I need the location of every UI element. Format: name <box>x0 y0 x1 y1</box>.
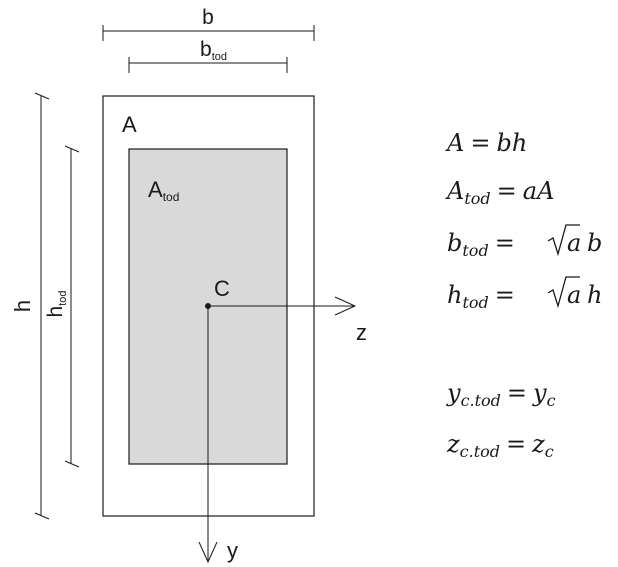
equations: A=bh Atod=aA btod= a b htod= a h yc.tod=… <box>445 129 602 461</box>
label-htod-main: h <box>44 306 67 318</box>
dimension-b <box>102 25 315 41</box>
z-axis <box>208 296 357 316</box>
label-y: y <box>227 538 238 563</box>
eq4-lhs-main: h <box>447 281 462 309</box>
eq4-sqrt-sign <box>547 276 580 309</box>
eq5-rhs-sub: c <box>547 391 556 410</box>
y-axis <box>198 306 218 564</box>
label-btod: btod <box>200 38 227 63</box>
label-Atod: Atod <box>148 177 179 204</box>
eq2-lhs-sub: tod <box>464 189 490 208</box>
eq5-equals: = <box>507 379 527 407</box>
eq2-equals: = <box>497 177 517 205</box>
eq3-lhs-sub: tod <box>462 241 488 260</box>
eq6-rhs-sub: c <box>545 442 554 461</box>
eq6-rhs-main: z <box>531 430 545 458</box>
eq5-lhs-main: y <box>446 379 461 407</box>
label-z: z <box>356 320 367 345</box>
eq6-lhs-main: z <box>446 430 460 458</box>
eq2-rhs: aA <box>523 177 555 205</box>
label-Atod-main: A <box>148 177 163 202</box>
label-b: b <box>202 6 214 29</box>
dimension-htod <box>64 145 80 468</box>
label-A: A <box>122 112 137 137</box>
eq3-lhs-main: b <box>447 229 462 257</box>
eq6-equals: = <box>506 430 526 458</box>
eq3-sqrt-sign <box>547 224 580 257</box>
eq5-rhs-main: y <box>532 379 547 407</box>
label-htod-sub: tod <box>57 291 69 306</box>
dimension-btod <box>128 57 288 73</box>
eq4-lhs-sub: tod <box>462 293 488 312</box>
equation-area: A=bh <box>445 129 527 157</box>
eq3-factor: b <box>587 229 602 257</box>
equation-yc: yc.tod=yc <box>446 379 556 410</box>
label-h: h <box>10 300 35 312</box>
label-htod: htod <box>44 291 69 318</box>
eq3-equals: = <box>495 229 515 257</box>
equation-width-tod: btod = <box>447 229 515 260</box>
eq4-equals: = <box>495 281 515 309</box>
eq4-factor: h <box>587 281 602 309</box>
dimension-h <box>34 92 50 520</box>
eq6-lhs-sub: c.tod <box>460 442 500 461</box>
equation-height-tod: htod = <box>447 281 515 312</box>
eq4-radicand: a <box>567 281 581 309</box>
eq1-equals: = <box>470 129 490 157</box>
label-btod-main: b <box>200 38 212 61</box>
label-Atod-sub: tod <box>163 190 180 204</box>
label-C: C <box>214 276 230 301</box>
equation-zc: zc.tod=zc <box>446 430 554 461</box>
label-btod-sub: tod <box>212 51 227 63</box>
eq5-lhs-sub: c.tod <box>461 391 501 410</box>
eq2-lhs-main: A <box>445 177 464 205</box>
equation-area-tod: Atod =aA <box>445 177 554 208</box>
eq3-radicand: a <box>567 229 581 257</box>
eq1-rhs: bh <box>496 129 527 157</box>
eq1-lhs: A <box>445 129 464 157</box>
